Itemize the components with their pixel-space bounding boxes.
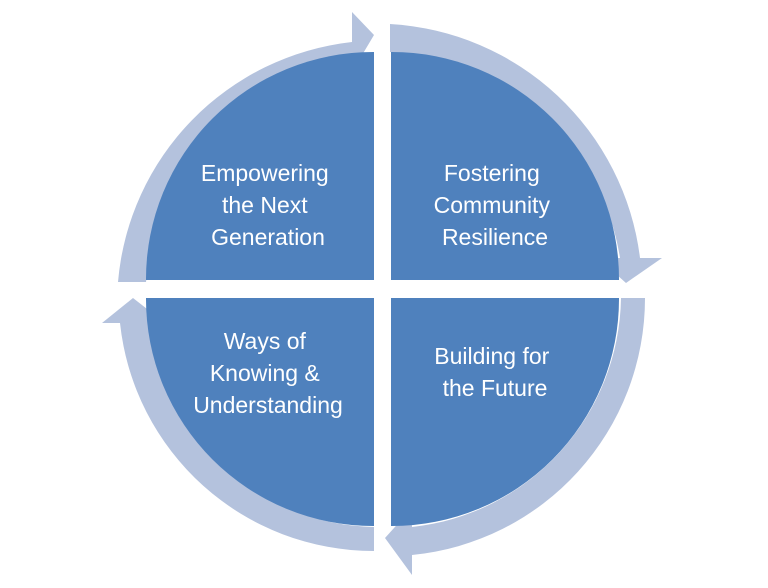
label-line: Community — [434, 192, 551, 218]
label-line: Knowing & — [210, 360, 320, 386]
arrow-top-left — [118, 12, 374, 282]
quadrant-segments — [145, 51, 620, 527]
cycle-arrows — [102, 12, 662, 575]
segment-bottom-left — [145, 298, 374, 527]
label-line: Understanding — [193, 392, 343, 418]
arrow-bottom-right — [385, 298, 646, 575]
label-line: Resilience — [442, 224, 548, 250]
label-bottom-right: Building for the Future — [434, 343, 555, 401]
arrow-bottom-left — [102, 298, 374, 552]
label-top-right: Fostering Community Resilience — [434, 160, 557, 250]
segment-top-left — [145, 51, 374, 280]
label-line: Ways of — [224, 328, 307, 354]
label-top-left: Empowering the Next Generation — [201, 160, 335, 250]
label-line: Fostering — [444, 160, 540, 186]
arrow-top-right — [390, 24, 662, 283]
label-line: the Next — [222, 192, 308, 218]
label-line: Building for — [434, 343, 549, 369]
label-line: the Future — [443, 375, 548, 401]
segment-bottom-right — [391, 298, 620, 527]
label-bottom-left: Ways of Knowing & Understanding — [193, 328, 343, 418]
label-line: Generation — [211, 224, 325, 250]
label-line: Empowering — [201, 160, 329, 186]
segment-top-right — [391, 51, 620, 281]
